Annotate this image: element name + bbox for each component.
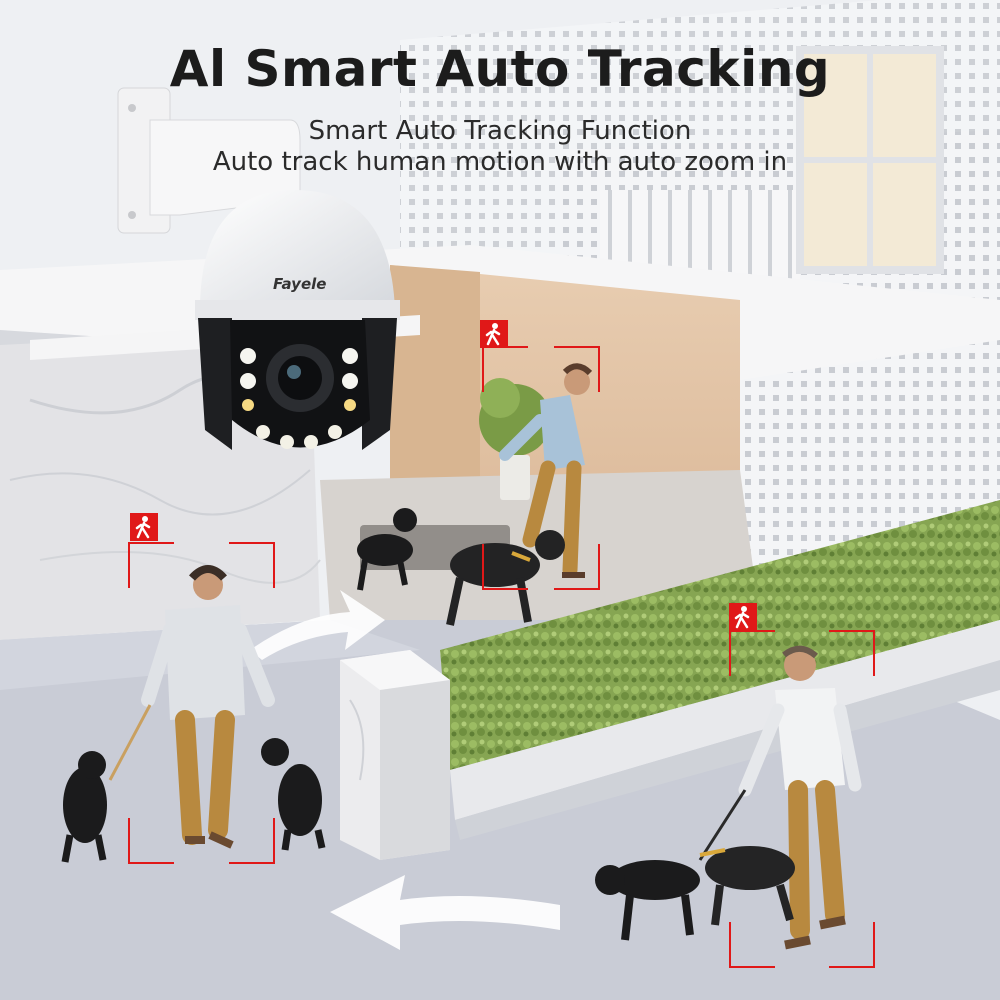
camera-brand-label: Fayele (273, 275, 327, 293)
direction-arrow-left (330, 875, 560, 950)
bracket-top-right (554, 346, 600, 392)
bracket-bottom-right (554, 544, 600, 590)
subtitle-description: Auto track human motion with auto zoom i… (212, 147, 788, 177)
tracking-box-right (729, 630, 875, 968)
tracking-box-left (128, 542, 275, 864)
bracket-bottom-right (229, 818, 275, 864)
camera-wall-mount (117, 87, 301, 234)
person-right (698, 645, 862, 950)
walking-person-icon (729, 603, 757, 631)
marble-post (340, 650, 450, 860)
tracking-box-entrance (482, 346, 600, 590)
person-entrance (499, 363, 593, 578)
bracket-top-right (229, 542, 275, 588)
dogs-right (595, 846, 795, 941)
walking-person-icon (130, 513, 158, 541)
bracket-top-left (128, 542, 174, 588)
bracket-bottom-right (829, 922, 875, 968)
dogs-left (61, 738, 326, 863)
bracket-bottom-left (482, 544, 528, 590)
window (796, 46, 944, 274)
direction-arrow-right (250, 590, 385, 660)
person-left (108, 565, 275, 849)
hedge (440, 500, 1000, 840)
headline: Al Smart Auto Tracking (169, 40, 831, 98)
bracket-bottom-left (729, 922, 775, 968)
subtitle-feature: Smart Auto Tracking Function (308, 116, 692, 146)
bracket-bottom-left (128, 818, 174, 864)
camera-sphere (230, 320, 370, 449)
bracket-top-left (482, 346, 528, 392)
ptz-camera (117, 87, 400, 450)
bracket-top-left (729, 630, 775, 676)
dogs-entrance (357, 508, 565, 626)
bracket-top-right (829, 630, 875, 676)
walking-person-icon (480, 320, 508, 348)
